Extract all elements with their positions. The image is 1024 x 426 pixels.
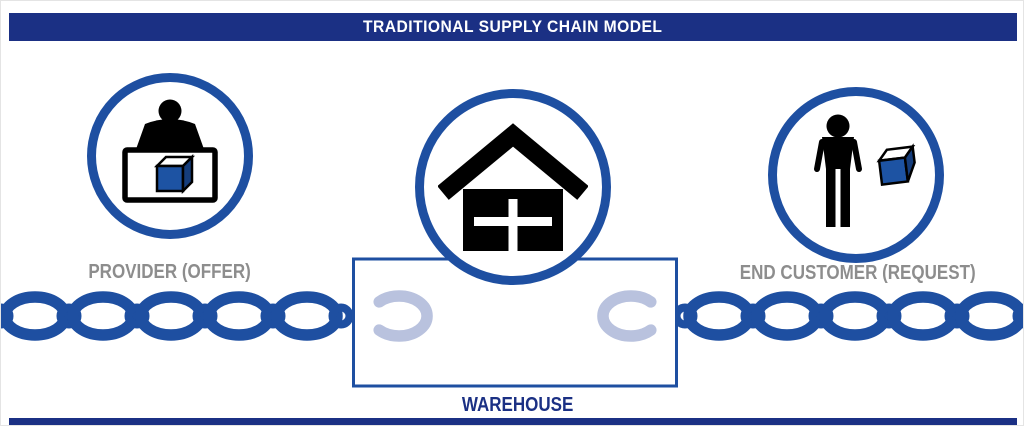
broken-link-left: [373, 290, 433, 342]
person-glyph: [814, 114, 862, 227]
chain-right: [672, 291, 1023, 341]
chain-left: [1, 291, 354, 341]
header-bar: TRADITIONAL SUPPLY CHAIN MODEL: [9, 13, 1017, 41]
person-with-box-icon: [814, 114, 916, 227]
box-glyph: [153, 153, 196, 195]
end-customer-node: [768, 87, 944, 263]
warehouse-node: [415, 89, 611, 285]
end-customer-label: END CUSTOMER (REQUEST): [740, 262, 976, 284]
provider-label: PROVIDER (OFFER): [88, 261, 252, 283]
person-offering-box-icon: [122, 99, 218, 203]
box-glyph: [876, 143, 916, 186]
warehouse-label: WAREHOUSE: [462, 394, 574, 416]
footer-bar: [9, 418, 1017, 425]
broken-link-right: [597, 290, 657, 342]
warehouse-building-icon: [438, 123, 588, 251]
diagram-title: TRADITIONAL SUPPLY CHAIN MODEL: [363, 17, 663, 36]
provider-node: [87, 73, 253, 239]
